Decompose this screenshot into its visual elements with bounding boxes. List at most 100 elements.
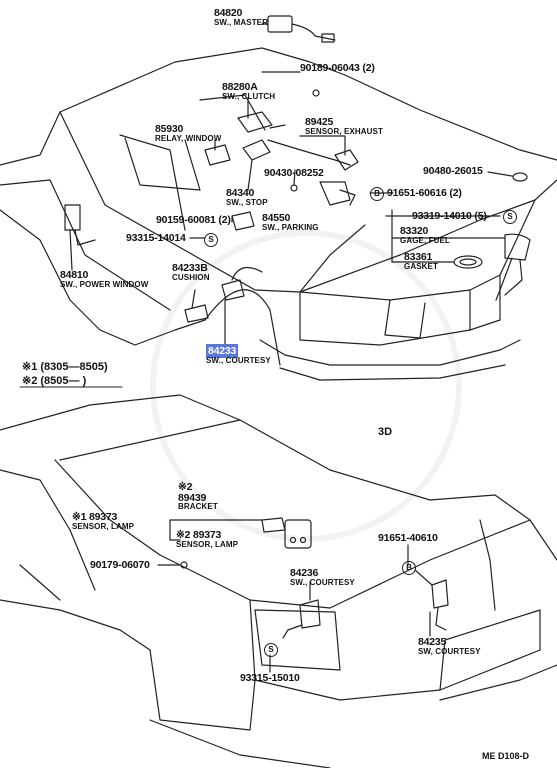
part-name: SW., POWER WINDOW (60, 279, 149, 289)
part-number: 89373 (192, 529, 222, 541)
part-mark: ※2 (178, 481, 193, 493)
part-name: SENSOR, LAMP (176, 539, 239, 549)
courtesy-wire-84236 (282, 624, 303, 639)
lower-plate (254, 609, 341, 671)
fuel-gage-tube (495, 257, 513, 301)
upper-bumper (259, 339, 521, 366)
cushion-84233b (184, 304, 209, 323)
lower-side (0, 469, 96, 591)
part-84233[interactable]: 84233 SW., COURTESY (206, 344, 271, 365)
circle-mark-s-3: S (264, 643, 278, 657)
stop-switch (242, 139, 271, 161)
part-number: 84235 (418, 636, 447, 648)
fuel-gage (504, 233, 531, 261)
gasket-83361-inner (459, 258, 477, 266)
part-number: 89373 (88, 511, 118, 523)
part-number: 84550 (262, 212, 291, 224)
upper-side-lower (0, 209, 136, 346)
part-name: SW., MASTER (214, 17, 268, 27)
part-83361[interactable]: 83361 GASKET (404, 252, 438, 271)
part-90189[interactable]: 90189-06043 (2) (300, 62, 375, 74)
part-85930[interactable]: 85930 RELAY, WINDOW (155, 124, 221, 143)
part-number: 84340 (226, 187, 255, 199)
part-91651-40610[interactable]: 91651-40610 (378, 532, 438, 544)
parking-switch (231, 211, 255, 231)
courtesy-wire (231, 266, 263, 281)
part-89373-s1[interactable]: ※1 89373 SENSOR, LAMP (72, 512, 134, 531)
power-window-switch (64, 204, 81, 231)
gasket-83361 (453, 255, 483, 269)
power-window-wire (74, 229, 96, 246)
part-name: SW, COURTESY (418, 646, 481, 656)
part-93315-15010[interactable]: 93315-15010 (240, 672, 300, 684)
part-number: 89425 (305, 116, 334, 128)
part-93319[interactable]: 93319-14010 (5) (412, 210, 487, 222)
part-90430[interactable]: 90430-08252 (264, 167, 324, 179)
upper-trunk-right (499, 179, 557, 276)
part-number: 83320 (400, 225, 429, 237)
part-83320[interactable]: 83320 GAGE, FUEL (400, 226, 450, 245)
upper-seat-back (199, 94, 266, 131)
bolt-90189 (312, 89, 320, 97)
part-84810[interactable]: 84810 SW., POWER WINDOW (60, 270, 148, 289)
lower-tail-lamp-r (439, 609, 541, 691)
master-switch-body (267, 15, 293, 33)
note-range-2: ※2 (8505— ) (22, 375, 87, 387)
circle-mark-b-2: B (402, 561, 416, 575)
part-number: 84236 (290, 567, 319, 579)
diagram-code: ME D108-D (482, 751, 530, 761)
part-89425[interactable]: 89425 SENSOR, EXHAUST (305, 117, 383, 136)
part-89439[interactable]: ※2 89439 BRACKET (178, 482, 218, 511)
sensor-bracket (319, 181, 351, 206)
lower-roof (0, 394, 241, 431)
part-mark: ※2 (176, 529, 191, 541)
part-84236[interactable]: 84236 SW., COURTESY (290, 568, 355, 587)
bracket-89439 (261, 517, 286, 533)
upper-side-top (0, 111, 61, 166)
part-90179[interactable]: 90179-06070 (90, 559, 150, 571)
upper-wheel-arch (204, 289, 281, 366)
part-name: GASKET (404, 261, 438, 271)
part-90480[interactable]: 90480-26015 (423, 165, 483, 177)
lower-side-low (0, 599, 151, 651)
upper-quarter (134, 319, 206, 346)
relay-window (204, 144, 231, 166)
part-number: 84810 (60, 269, 89, 281)
part-89373-s2[interactable]: ※2 89373 SENSOR, LAMP (176, 530, 238, 549)
part-84233b[interactable]: 84233B CUSHION (172, 263, 210, 282)
part-number: 85930 (155, 123, 184, 135)
part-number: 84820 (214, 7, 243, 19)
part-name: BRACKET (178, 502, 218, 511)
upper-tail-lamp-l (384, 299, 426, 339)
sensor-lamp-body (284, 519, 312, 549)
part-84550[interactable]: 84550 SW., PARKING (262, 213, 319, 232)
part-84820[interactable]: 84820 SW., MASTER (214, 8, 268, 27)
variant-label: 3D (378, 426, 393, 438)
clip-90430 (290, 184, 298, 192)
part-name: SW., PARKING (262, 222, 319, 232)
upper-trunk-lid (299, 274, 501, 301)
note-range-1: ※1 (8305—8505) (22, 361, 108, 373)
upper-pillar (119, 134, 186, 231)
lower-trunk-right (429, 494, 557, 561)
part-name: SW., CLUTCH (222, 91, 276, 101)
part-name: RELAY, WINDOW (155, 133, 222, 143)
lower-bumper-r (439, 664, 557, 701)
part-84235[interactable]: 84235 SW, COURTESY (418, 637, 481, 656)
exhaust-sensor-plug (334, 149, 359, 171)
courtesy-switch-84236 (299, 599, 321, 629)
lower-trunk-lid (159, 519, 531, 609)
part-90159[interactable]: 90159-60081 (2) (156, 214, 231, 226)
master-switch-wire (291, 23, 336, 41)
plug-90480 (512, 172, 528, 182)
part-name: GAGE, FUEL (400, 235, 450, 245)
part-93315-14014[interactable]: 93315-14014 (126, 232, 186, 244)
part-88280a[interactable]: 88280A SW., CLUTCH (222, 82, 275, 101)
clutch-switch-body (237, 111, 273, 133)
lower-rear-window (54, 459, 161, 556)
part-name: SENSOR, LAMP (72, 521, 135, 531)
part-84340[interactable]: 84340 SW., STOP (226, 188, 268, 207)
part-91651-60616[interactable]: 91651-60616 (2) (387, 187, 462, 199)
upper-roof-line (59, 47, 346, 113)
